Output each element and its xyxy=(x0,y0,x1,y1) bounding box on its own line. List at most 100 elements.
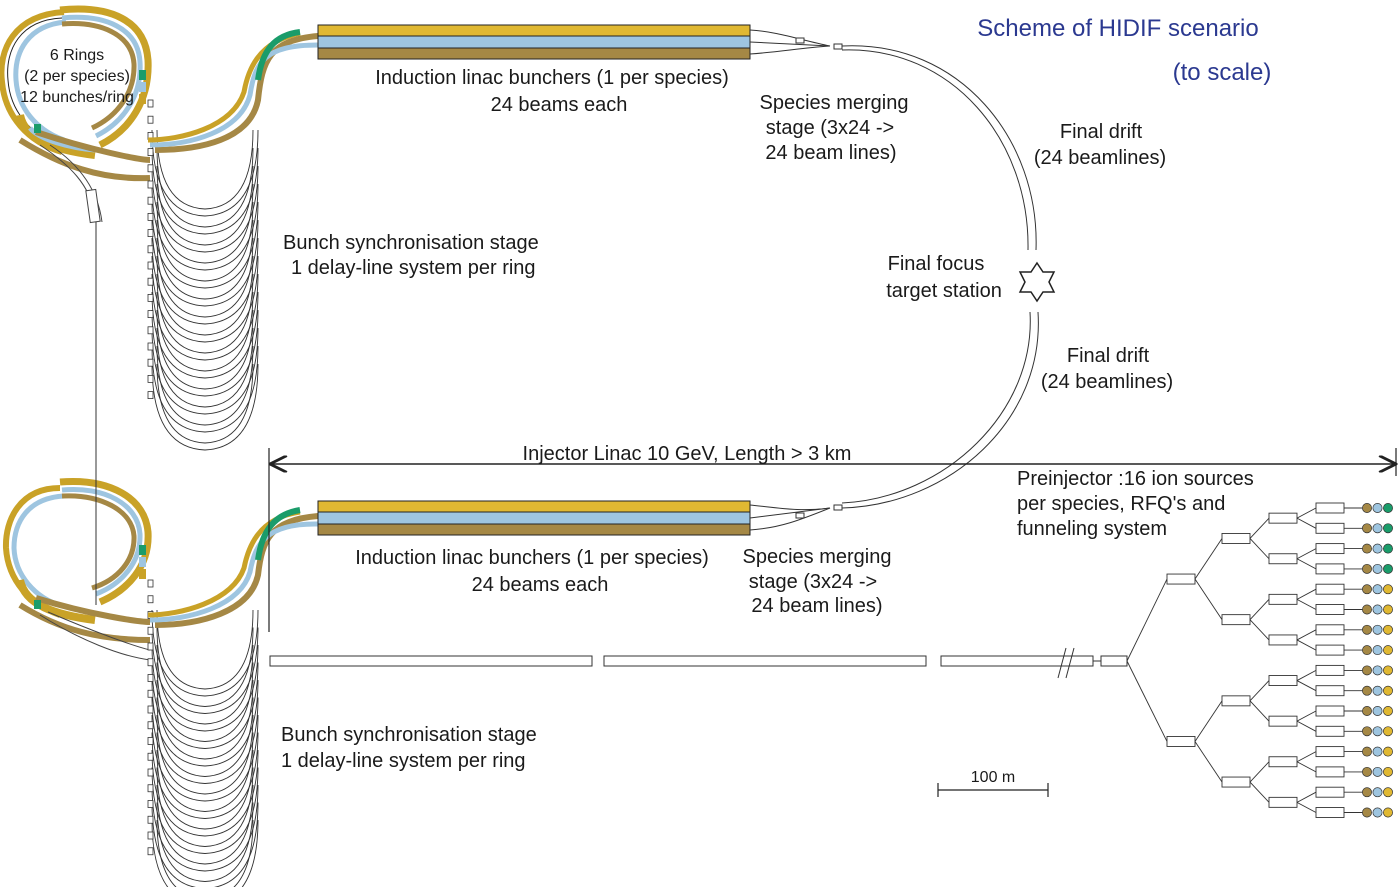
delay-line-marker xyxy=(147,115,154,124)
delay-line-loop-inner xyxy=(156,714,254,795)
lower-linac-buncher xyxy=(317,500,751,536)
funnel-stage-2-box xyxy=(1166,736,1196,747)
rfq-box xyxy=(1315,786,1345,798)
lower-sbend xyxy=(147,507,319,628)
rfq-box xyxy=(1315,502,1345,514)
funnel-line xyxy=(1194,578,1223,620)
delay-line-loop-inner xyxy=(156,644,254,725)
rfq-box xyxy=(1315,522,1345,534)
ion-source-circle xyxy=(1383,706,1393,716)
rfq-box xyxy=(1315,685,1345,697)
preinjector-funneling-tree xyxy=(1126,502,1393,818)
delay-line-loop-inner xyxy=(156,327,254,408)
rfq-box xyxy=(1315,746,1345,758)
ion-source-circle xyxy=(1372,584,1383,595)
ion-source-circle xyxy=(1362,766,1372,777)
funnel-stage-4-box xyxy=(1268,553,1298,565)
funnel-line xyxy=(1249,619,1270,641)
upper-buncher-label-2: 24 beams each xyxy=(491,94,628,116)
ion-source-circle xyxy=(1383,746,1393,757)
delay-line-marker xyxy=(147,642,154,651)
funnel-line xyxy=(1296,680,1317,692)
delay-line-marker xyxy=(147,847,154,856)
upper-sync-label-1: Bunch synchronisation stage xyxy=(283,232,539,254)
delay-line-loop xyxy=(151,273,259,361)
delay-line-marker xyxy=(147,374,154,383)
final-focus-label-2: target station xyxy=(886,280,1002,302)
delay-line-loop-inner xyxy=(156,697,254,777)
rfq-box xyxy=(1315,725,1345,737)
delay-line-loop xyxy=(151,767,259,854)
delay-line-loop xyxy=(151,255,259,343)
delay-line-loop xyxy=(151,183,259,271)
upper-ring-right xyxy=(59,5,152,149)
preinjector-label-3: funneling system xyxy=(1017,518,1167,540)
ion-source-circle xyxy=(1372,645,1383,656)
ion-source-circle xyxy=(1383,624,1393,635)
ion-source-circle xyxy=(1362,624,1372,635)
delay-line-marker xyxy=(147,277,154,286)
ion-source-circle xyxy=(1362,706,1372,716)
delay-line-loop-inner xyxy=(156,147,254,228)
ion-source-circle xyxy=(1372,807,1383,818)
target-station-star-icon xyxy=(1018,261,1056,303)
delay-line-marker xyxy=(147,579,154,588)
ion-source-circle xyxy=(1372,726,1383,737)
funnel-line xyxy=(1194,741,1223,783)
funnel-line xyxy=(1296,801,1317,813)
upper-merging-label-2: stage (3x24 -> xyxy=(766,117,894,139)
lower-lower-arcs xyxy=(16,578,151,661)
rfq-box xyxy=(1315,604,1345,615)
delay-line-marker xyxy=(147,245,154,254)
ion-source-circle xyxy=(1383,787,1393,798)
funnel-line xyxy=(1126,578,1168,662)
ion-source-circle xyxy=(1383,543,1393,554)
delay-line-marker xyxy=(147,326,154,335)
upper-feed-curves xyxy=(39,144,103,224)
delay-line-loop xyxy=(151,679,259,767)
delay-line-loop xyxy=(151,644,259,732)
delay-line-loop xyxy=(151,749,259,837)
delay-line-loop xyxy=(151,345,259,433)
ion-source-circle xyxy=(1372,563,1383,574)
lower-final-drift xyxy=(841,311,1039,509)
lower-buncher-label-1: Induction linac bunchers (1 per species) xyxy=(355,547,709,569)
delay-line-marker xyxy=(147,831,154,840)
delay-line-marker xyxy=(147,212,154,221)
delay-line-marker xyxy=(147,768,154,777)
rfq-box xyxy=(1315,766,1345,778)
ion-source-circle xyxy=(1372,766,1383,777)
delay-line-loop-inner xyxy=(156,345,254,426)
ion-source-circle xyxy=(1383,726,1393,737)
funnel-line xyxy=(1296,710,1317,722)
scale-bar xyxy=(937,783,1049,797)
upper-merging-label-3: 24 beam lines) xyxy=(765,142,896,164)
title-line-1: Scheme of HIDIF scenario xyxy=(977,15,1258,42)
funnel-line xyxy=(1296,548,1317,560)
scale-bar-label: 100 m xyxy=(971,769,1015,786)
funnel-line xyxy=(1296,670,1317,681)
delay-line-loop xyxy=(151,327,259,415)
lower-merging-label-2: stage (3x24 -> xyxy=(749,571,877,593)
funnel-stage-4-box xyxy=(1268,593,1298,605)
delay-line-loop xyxy=(151,627,259,714)
delay-line-loop xyxy=(151,147,259,235)
funnel-line xyxy=(1296,791,1317,803)
delay-line-marker xyxy=(147,784,154,793)
ion-source-circle xyxy=(1362,584,1372,595)
funnel-line xyxy=(1296,517,1317,529)
funnel-stage-4-box xyxy=(1268,796,1298,808)
upper-linac-buncher xyxy=(317,24,751,60)
delay-line-marker xyxy=(147,705,154,714)
delay-line-loop-inner xyxy=(156,363,254,444)
funnel-stage-3-box xyxy=(1221,614,1251,626)
ion-source-circle xyxy=(1383,503,1393,513)
delay-line-marker xyxy=(147,342,154,351)
rfq-box xyxy=(1315,705,1345,717)
lower-sync-label-2: 1 delay-line system per ring xyxy=(281,750,526,772)
delay-line-marker xyxy=(147,99,154,108)
lower-ring-right xyxy=(59,477,152,606)
delay-line-marker xyxy=(147,752,154,761)
delay-line-loop-inner xyxy=(156,255,254,336)
